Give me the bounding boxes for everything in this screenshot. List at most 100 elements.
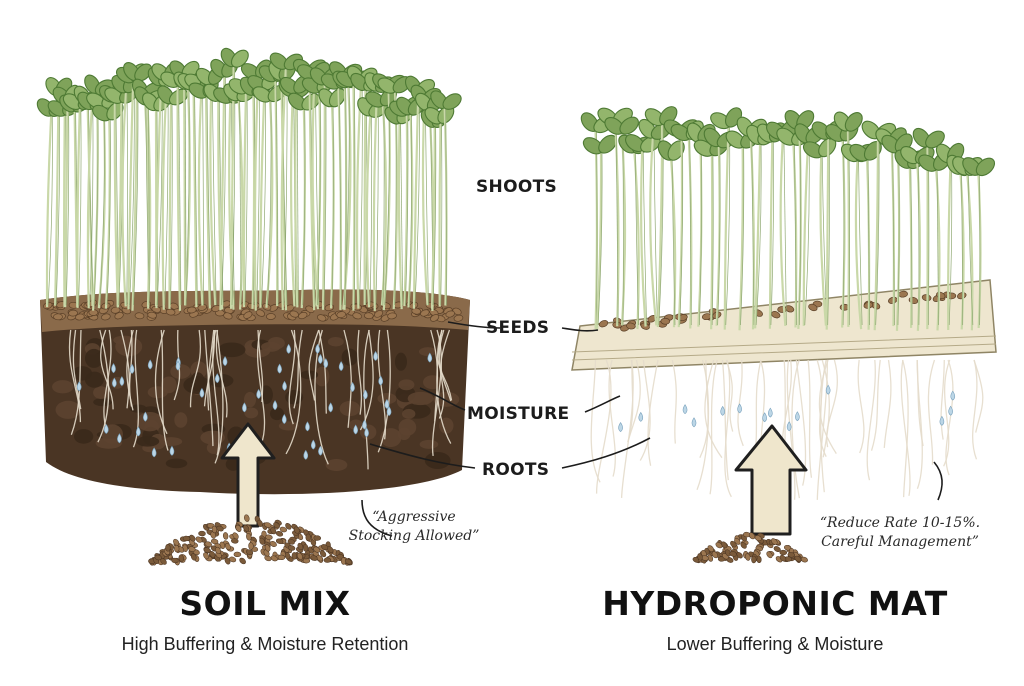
pile-seed — [273, 522, 280, 529]
stem — [321, 82, 326, 310]
soil-clod — [244, 407, 259, 419]
leaf — [328, 88, 346, 108]
stem-shade — [414, 92, 420, 306]
pile-seed — [729, 551, 737, 557]
stem-shade — [382, 104, 385, 306]
water-drop — [950, 390, 956, 401]
pile-seed — [287, 545, 296, 551]
root — [608, 359, 616, 477]
soil-clod — [327, 337, 344, 347]
stem-shade — [221, 75, 226, 306]
pile-seed — [305, 533, 311, 542]
root — [671, 359, 677, 444]
stem — [947, 160, 952, 330]
pile-seed — [203, 547, 211, 554]
pile-seed — [195, 536, 203, 543]
stem — [715, 144, 721, 326]
seed — [53, 313, 63, 321]
root — [343, 329, 352, 428]
water-drop — [111, 363, 116, 374]
root — [440, 329, 452, 402]
stem-shade — [164, 78, 169, 306]
stem — [825, 137, 830, 330]
stem — [63, 113, 66, 308]
root — [257, 329, 266, 445]
pile-seed — [259, 537, 266, 545]
stem-shade — [55, 94, 61, 306]
seeds-label: SEEDS — [486, 318, 550, 338]
water-drop — [737, 403, 742, 414]
pile-seed — [787, 552, 796, 558]
stem-shade — [283, 66, 288, 306]
soil-seed-pile — [148, 514, 353, 566]
root — [916, 359, 924, 447]
soil-clod — [170, 364, 191, 379]
pile-seed — [215, 546, 221, 555]
soil-clod — [165, 458, 188, 469]
root — [438, 329, 445, 419]
stem — [116, 100, 123, 307]
root — [973, 359, 984, 433]
pile-seed — [198, 530, 206, 537]
pile-seed — [285, 522, 292, 530]
seed — [305, 305, 315, 314]
water-drop — [328, 402, 333, 413]
seed — [298, 311, 308, 320]
stem — [723, 125, 730, 330]
water-drop — [939, 415, 945, 426]
seed — [387, 312, 397, 320]
water-drop — [305, 421, 310, 432]
seed — [374, 310, 384, 318]
pile-seed — [189, 534, 196, 542]
stem — [121, 90, 128, 307]
pile-seed — [154, 554, 162, 561]
hydro-moisture-drops — [618, 384, 956, 432]
stem-shade — [65, 102, 70, 306]
root — [154, 329, 168, 435]
seed — [898, 290, 908, 298]
stem — [854, 159, 863, 330]
stem — [289, 94, 296, 307]
stem — [64, 102, 69, 308]
stem — [754, 142, 762, 329]
stem — [779, 136, 787, 327]
pile-seed — [313, 535, 322, 541]
stem — [873, 136, 880, 331]
pile-seed — [711, 551, 719, 559]
root — [857, 359, 865, 454]
seed — [808, 303, 818, 312]
stem-shade — [185, 87, 190, 306]
seed — [336, 311, 347, 319]
water-drop — [119, 376, 125, 387]
seed — [453, 314, 464, 322]
stem — [113, 99, 119, 308]
root — [870, 359, 881, 451]
root — [160, 329, 169, 451]
seed — [101, 313, 111, 321]
water-drop — [222, 356, 228, 367]
water-drop — [117, 433, 122, 444]
pile-seed — [216, 525, 224, 532]
pile-seed — [277, 554, 286, 561]
root — [704, 359, 723, 459]
shoots-label: SHOOTS — [476, 177, 558, 197]
stem — [280, 78, 288, 311]
pile-seed — [245, 549, 254, 556]
stem-shade — [689, 137, 692, 326]
stem — [977, 173, 982, 329]
root — [285, 329, 302, 455]
stem — [438, 121, 442, 307]
stem-shade — [129, 80, 135, 306]
seed — [165, 308, 176, 316]
pile-seed — [270, 527, 277, 535]
pile-seed — [287, 538, 295, 545]
soil-clod — [217, 342, 246, 358]
soil-clod — [136, 436, 160, 447]
soil-clod — [402, 408, 416, 419]
water-drop — [768, 407, 773, 418]
water-drop — [242, 402, 247, 413]
pile-seed — [171, 557, 179, 564]
stem-shade — [88, 102, 94, 306]
water-drop — [282, 380, 287, 391]
pile-seed — [182, 535, 191, 542]
